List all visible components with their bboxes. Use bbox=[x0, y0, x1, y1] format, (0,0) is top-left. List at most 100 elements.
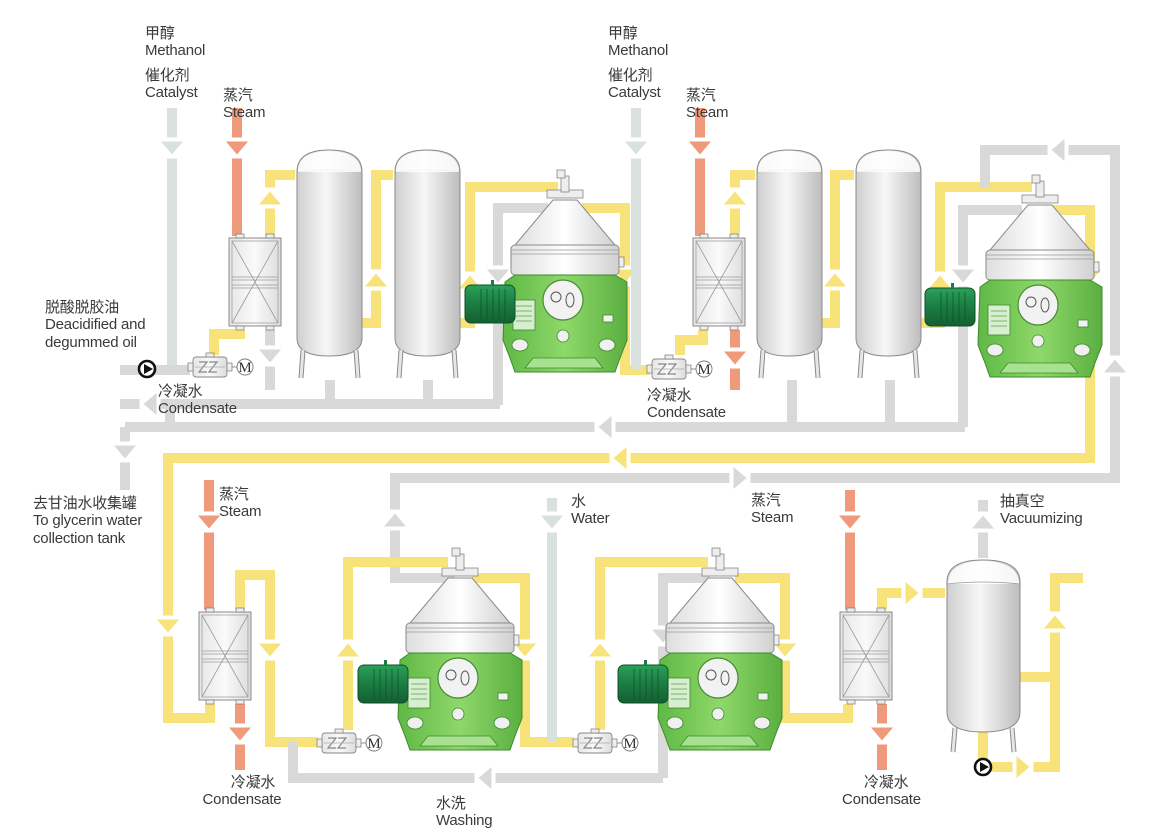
static-mixer-3[interactable]: M bbox=[316, 728, 383, 754]
sep1-heavy-phase bbox=[493, 203, 548, 405]
flow-arrow-down-icon bbox=[157, 619, 179, 633]
label-en: Washing bbox=[436, 812, 493, 829]
motor-symbol: M bbox=[367, 736, 380, 752]
label-methanol-2: 甲醇 Methanol bbox=[608, 24, 668, 60]
label-en: Methanol bbox=[145, 42, 206, 59]
heat-exchanger-1[interactable] bbox=[228, 233, 282, 331]
reactor-tank-2[interactable] bbox=[395, 150, 460, 378]
flow-arrow-up-icon bbox=[337, 643, 359, 657]
washing-water-line bbox=[288, 742, 663, 783]
motor-icon bbox=[617, 659, 669, 704]
wash-water-return-loop bbox=[390, 145, 1120, 583]
static-mixer-4[interactable]: M bbox=[572, 728, 639, 754]
hx1-to-tank1 bbox=[265, 170, 295, 236]
label-en: Condensate bbox=[158, 400, 237, 417]
flow-arrow-left-icon bbox=[143, 393, 157, 415]
hx3-to-mixer3 bbox=[235, 570, 318, 747]
flow-arrow-up-icon bbox=[929, 275, 951, 289]
flow-arrow-up-icon bbox=[259, 191, 281, 205]
label-en: Steam bbox=[223, 104, 266, 121]
label-glycerin-tank: 去甘油水收集罐 To glycerin water collection tan… bbox=[33, 494, 142, 548]
label-en: Water bbox=[571, 510, 610, 527]
label-cn: 蒸汽 bbox=[223, 86, 253, 104]
label-en: Steam bbox=[686, 104, 729, 121]
label-cn: 水 bbox=[571, 492, 586, 510]
label-cn: 甲醇 bbox=[608, 24, 638, 42]
sep4-light-to-hx4 bbox=[735, 573, 853, 723]
hx4-to-vacuum-tank bbox=[877, 588, 945, 610]
flow-arrow-down-icon bbox=[226, 141, 248, 155]
label-en: degummed oil bbox=[45, 334, 137, 351]
flow-arrow-left-icon bbox=[598, 416, 612, 438]
tank3-to-tank4 bbox=[822, 170, 854, 328]
hx2-to-tank3 bbox=[730, 170, 755, 236]
flow-arrow-up-icon bbox=[972, 515, 994, 529]
flow-arrow-down-icon bbox=[114, 445, 136, 459]
reactor-tank-4[interactable] bbox=[856, 150, 921, 378]
flow-arrow-left-icon bbox=[478, 767, 492, 789]
feed-pump-icon[interactable] bbox=[137, 359, 157, 379]
label-feed-oil: 脱酸脱胶油 Deacidified and degummed oil bbox=[45, 298, 146, 352]
label-steam-4: 蒸汽 Steam bbox=[751, 491, 794, 527]
label-cn: 冷凝水 bbox=[230, 773, 276, 791]
label-en: Vacuumizing bbox=[1000, 510, 1083, 527]
flow-arrow-down-icon bbox=[259, 349, 281, 363]
equipment: M M M M bbox=[137, 150, 1103, 777]
label-en: Condensate bbox=[842, 791, 921, 808]
flow-arrow-right-icon bbox=[905, 582, 919, 604]
label-en: Methanol bbox=[608, 42, 669, 59]
flow-arrow-down-icon bbox=[689, 141, 711, 155]
reactor-tank-3[interactable] bbox=[757, 150, 822, 378]
flow-arrow-down-icon bbox=[487, 269, 509, 283]
flow-arrow-down-icon bbox=[229, 727, 251, 741]
vacuum-tank[interactable] bbox=[946, 559, 1021, 753]
flow-arrow-up-icon bbox=[1104, 359, 1126, 373]
label-cn: 脱酸脱胶油 bbox=[45, 298, 120, 316]
mixer3-to-sep3 bbox=[343, 557, 448, 730]
label-cn: 抽真空 bbox=[1000, 492, 1045, 510]
flow-arrow-down-icon bbox=[514, 643, 536, 657]
label-steam-1: 蒸汽 Steam bbox=[223, 86, 266, 122]
label-steam-2: 蒸汽 Steam bbox=[686, 86, 729, 122]
motor-symbol: M bbox=[623, 736, 636, 752]
label-cn: 水洗 bbox=[436, 794, 466, 812]
label-en: collection tank bbox=[33, 530, 126, 547]
label-cn: 冷凝水 bbox=[158, 382, 203, 400]
flow-arrow-left-icon bbox=[613, 447, 627, 469]
reactor-tank-1[interactable] bbox=[297, 150, 362, 378]
label-cn: 蒸汽 bbox=[686, 86, 716, 104]
motor-symbol: M bbox=[697, 362, 710, 378]
label-cn: 甲醇 bbox=[145, 24, 175, 42]
flow-arrow-up-icon bbox=[384, 513, 406, 527]
product-pump-icon[interactable] bbox=[973, 757, 993, 777]
tank2-to-sep1 bbox=[460, 182, 558, 328]
heat-exchanger-3[interactable] bbox=[198, 607, 252, 705]
flow-arrow-down-icon bbox=[625, 141, 647, 155]
flow-arrow-down-icon bbox=[952, 269, 974, 283]
label-cn: 冷凝水 bbox=[864, 773, 909, 791]
label-condensate-1: 冷凝水 Condensate bbox=[158, 382, 237, 418]
static-mixer-1[interactable]: M bbox=[187, 352, 254, 378]
flow-arrow-up-icon bbox=[1044, 615, 1066, 629]
static-mixer-2[interactable]: M bbox=[646, 354, 713, 380]
flow-arrow-down-icon bbox=[774, 643, 796, 657]
label-en: Condensate bbox=[647, 404, 726, 421]
label-cn: 蒸汽 bbox=[219, 485, 249, 503]
label-en: Deacidified and bbox=[45, 316, 146, 333]
flow-arrow-down-icon bbox=[541, 515, 563, 529]
flow-arrow-up-icon bbox=[724, 191, 746, 205]
mixer-to-hx-1 bbox=[209, 329, 245, 355]
label-methanol-1: 甲醇 Methanol bbox=[145, 24, 205, 60]
label-en: Steam bbox=[219, 503, 262, 520]
heat-exchanger-4[interactable] bbox=[839, 607, 893, 705]
mixer-to-hx-2 bbox=[675, 330, 708, 355]
flow-arrow-up-icon bbox=[824, 273, 846, 287]
label-vacuumizing: 抽真空 Vacuumizing bbox=[1000, 492, 1083, 528]
label-catalyst-1: 催化剂 Catalyst bbox=[145, 66, 198, 102]
heat-exchanger-2[interactable] bbox=[692, 233, 746, 331]
label-en: To glycerin water bbox=[33, 512, 143, 529]
motor-icon bbox=[924, 282, 976, 327]
flow-arrow-down-icon bbox=[839, 515, 861, 529]
flow-arrow-down-icon bbox=[871, 727, 893, 741]
flow-arrow-down-icon bbox=[198, 515, 220, 529]
